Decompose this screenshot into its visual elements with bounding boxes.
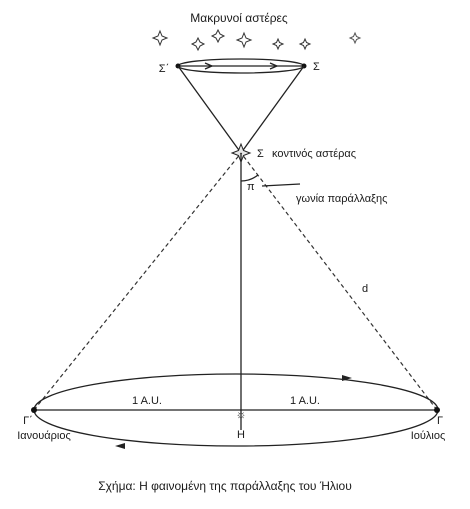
- orbit-direction-arrow-icon: [115, 443, 125, 449]
- distant-star-icon: [273, 39, 283, 49]
- earth-position-right: [434, 407, 440, 413]
- au-left-label: 1 Α.U.: [132, 395, 162, 407]
- angle-symbol: π: [247, 181, 255, 193]
- distant-star-icon: [300, 39, 310, 49]
- au-right-label: 1 Α.U.: [290, 395, 320, 407]
- sun-icon: ☼: [236, 407, 247, 421]
- distant-stars-label: Μακρυνοί αστέρες: [190, 11, 288, 25]
- upper-sightline-left: [178, 66, 241, 153]
- distant-star-icon: [212, 30, 224, 42]
- right-month-label: Ιούλιος: [411, 430, 446, 442]
- sun-label: Η: [237, 429, 245, 441]
- distant-star-icon: [153, 31, 167, 45]
- near-star-label: κοντινός αστέρας: [272, 148, 356, 160]
- point-right-label: Γ: [437, 415, 443, 427]
- distant-star-icon: [350, 33, 360, 43]
- point-left-label: Γ΄: [23, 415, 33, 427]
- angle-pointer-line: [262, 184, 300, 186]
- distance-label: d: [362, 283, 368, 295]
- earth-position-left: [31, 407, 37, 413]
- upper-sightline-right: [241, 66, 304, 153]
- distant-star-icon: [237, 33, 251, 47]
- distant-stars-group: [153, 30, 360, 50]
- near-star-letter: Σ: [257, 148, 264, 160]
- distant-star-icon: [192, 38, 204, 50]
- left-month-label: Ιανουάριος: [17, 430, 71, 442]
- lower-sightline-left: [34, 153, 241, 410]
- sigma-label: Σ: [313, 61, 320, 73]
- parallax-angle-label: γωνία παράλλαξης: [296, 193, 387, 205]
- sigma-prime-label: Σ΄: [159, 63, 169, 75]
- lower-sightline-right: [241, 153, 437, 410]
- figure-caption: Σχήμα: Η φαινομένη της παράλλαξης του Ήλ…: [98, 479, 352, 493]
